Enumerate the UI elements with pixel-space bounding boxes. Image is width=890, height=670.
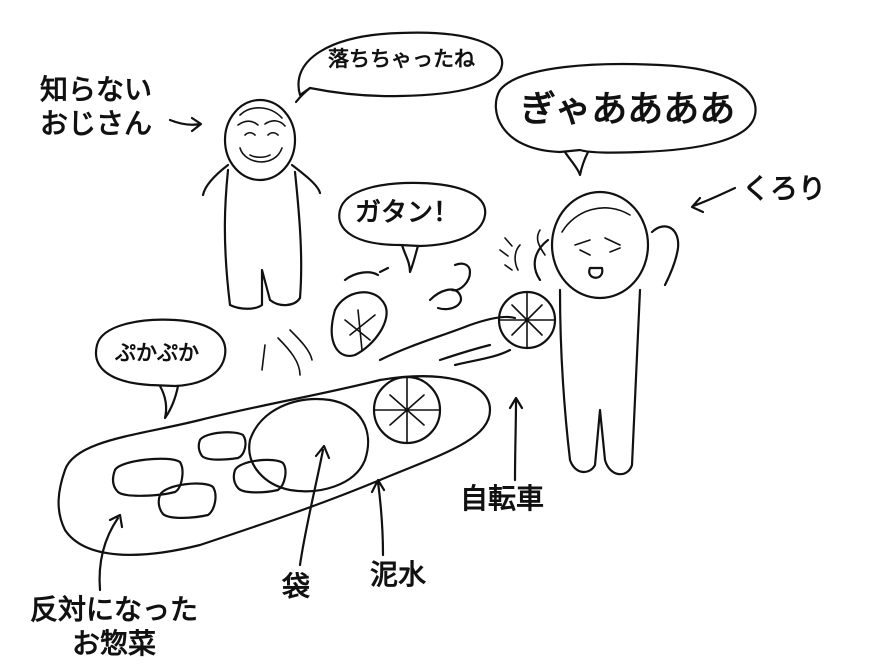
- bag: [248, 398, 370, 493]
- bag-label: 袋: [282, 570, 311, 603]
- floating-speech-tail: [158, 384, 180, 420]
- kurori-label: くろり: [742, 172, 827, 205]
- crash-speech-text: ガタン！: [355, 198, 460, 228]
- scream-speech-bubble: [494, 62, 757, 154]
- bicycle-arrow: [508, 396, 524, 482]
- side-dishes-label-line2: お惣菜: [72, 627, 157, 660]
- muddy-water-label: 泥水: [370, 558, 427, 591]
- stranger-speech-bubble: [297, 31, 504, 98]
- muddy-water-puddle: [57, 375, 492, 556]
- stranger-label-line1: 知らない: [40, 73, 153, 106]
- bicycle-label: 自転車: [460, 482, 545, 515]
- stranger-speech-text: 落ちちゃったね: [328, 47, 475, 71]
- ripple-marks: [261, 329, 313, 376]
- scream-speech-tail: [563, 150, 590, 177]
- side-dishes-label-line1: 反対になった: [30, 593, 199, 626]
- kurori-figure: [499, 190, 680, 476]
- stranger-figure: [201, 98, 322, 310]
- floating-speech-bubble: [94, 318, 227, 388]
- stranger-label-line2: おじさん: [40, 107, 153, 140]
- floating-speech-text: ぷかぷか: [115, 341, 199, 365]
- stranger-arrow: [168, 116, 203, 133]
- crash-speech-tail: [400, 243, 420, 274]
- kurori-arrow: [690, 186, 737, 214]
- bicycle: [330, 262, 557, 445]
- scream-speech-text: ぎゃああああ: [520, 89, 736, 130]
- mud-arrow: [370, 478, 386, 557]
- side-dish-containers: [111, 431, 287, 519]
- crash-speech-bubble: [338, 181, 487, 248]
- bag-arrow: [298, 444, 331, 567]
- stranger-speech-tail: [294, 86, 312, 104]
